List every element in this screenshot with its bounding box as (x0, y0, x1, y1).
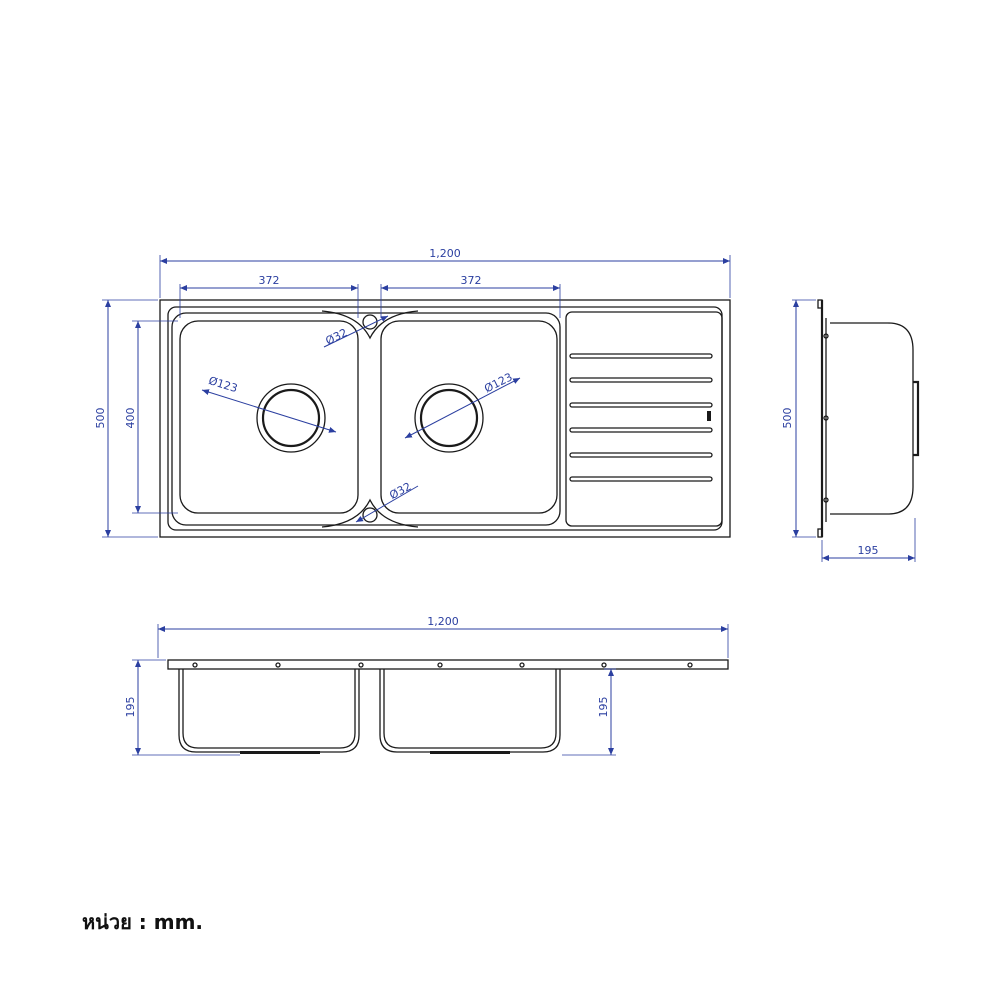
sink-outer-rim (159, 299, 731, 538)
front-left-depth-dimension: 195 (124, 697, 137, 718)
tap-hole-bottom (362, 507, 378, 523)
side-bowl-profile (830, 322, 914, 515)
bottom-tap-diameter: Ø32 (387, 480, 413, 502)
front-left-drain (240, 751, 320, 754)
top-tap-diameter: Ø32 (323, 326, 349, 348)
right-drain-inner (419, 388, 479, 448)
drainboard (565, 311, 723, 527)
top-view: 1,200 372 372 500 400 Ø123 Ø123 Ø32 Ø32 (94, 247, 731, 538)
front-right-drain (430, 751, 510, 754)
top-width-dimension: 1,200 (429, 247, 461, 260)
left-drain-diameter: Ø123 (207, 374, 239, 395)
side-view: 500 195 (781, 299, 920, 562)
front-view: 1,200 195 195 (124, 615, 729, 756)
front-right-depth-dimension: 195 (597, 697, 610, 718)
divider-bottom-curve (321, 498, 419, 528)
right-drain-outer (414, 383, 484, 453)
unit-label: หน่วย : mm. (82, 910, 204, 934)
right-drain-diameter: Ø123 (482, 370, 514, 395)
drainboard-ribs (569, 353, 713, 482)
left-bowl (179, 320, 359, 514)
divider-top-curve (321, 310, 419, 340)
front-clip-holes (192, 662, 693, 668)
front-right-bowl (379, 669, 561, 753)
left-bowl-width-dimension: 372 (259, 274, 280, 287)
right-bowl (380, 320, 558, 514)
side-drain-outlet (913, 380, 920, 457)
front-width-dimension: 1,200 (427, 615, 459, 628)
front-left-bowl (178, 669, 360, 753)
side-height-dimension: 500 (781, 408, 794, 429)
top-height-dimension: 500 (94, 408, 107, 429)
right-bowl-width-dimension: 372 (461, 274, 482, 287)
overflow-slot (707, 411, 711, 421)
side-depth-dimension: 195 (858, 544, 879, 557)
bowl-surround (171, 312, 561, 526)
tap-hole-top (362, 314, 378, 330)
front-top-flange (167, 659, 729, 670)
bowl-height-dimension: 400 (124, 408, 137, 429)
sink-inner-rim (167, 306, 723, 531)
